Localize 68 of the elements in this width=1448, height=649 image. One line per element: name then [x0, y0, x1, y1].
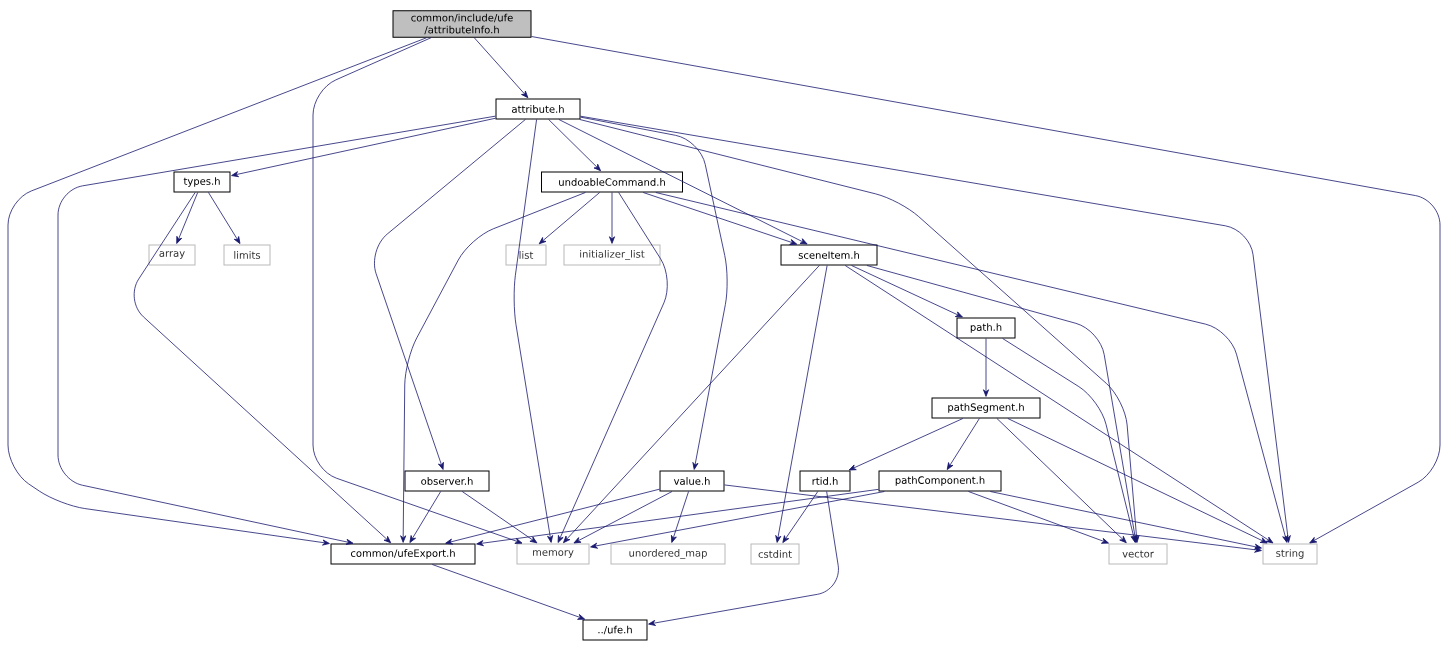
arrow [580, 115, 1291, 543]
system-header-box: limits [223, 244, 271, 266]
system-header-box: unordered_map [610, 543, 726, 565]
system-header-box: vector [1108, 543, 1168, 565]
arrow [1007, 418, 1268, 544]
arrow [312, 37, 523, 544]
file-box: ../ufe.h [582, 619, 648, 641]
arrow [848, 418, 964, 471]
arrow [473, 37, 529, 99]
arrow [946, 418, 980, 470]
arrow [968, 491, 1109, 544]
file-box: undoableCommand.h [541, 171, 683, 193]
file-box: value.h [659, 470, 725, 492]
arrow [671, 491, 689, 543]
arrow [775, 265, 828, 543]
arrow [409, 491, 442, 543]
system-header-box: initializer_list [563, 244, 661, 266]
arrow [231, 117, 496, 178]
arrow [208, 192, 241, 244]
arrow [996, 418, 1127, 544]
file-box: pathComponent.h [878, 470, 1002, 492]
system-header-box: memory [516, 543, 590, 565]
system-header-box: cstdint [750, 543, 800, 565]
arrow [655, 192, 1289, 543]
arrow [400, 192, 586, 543]
arrow [548, 119, 601, 172]
arrow [538, 192, 601, 245]
arrow [445, 488, 660, 545]
file-box: path.h [956, 317, 1016, 339]
arrow [476, 488, 879, 547]
header-box: common/include/ufe /attributeInfo.h [392, 10, 532, 38]
arrow [176, 192, 199, 244]
arrow [580, 116, 728, 470]
arrow [57, 115, 496, 545]
arrow [557, 192, 668, 543]
arrow [461, 491, 538, 544]
arrow [579, 119, 1140, 543]
arrow [1002, 338, 1137, 543]
file-box: sceneItem.h [780, 244, 878, 266]
arrow [844, 265, 1274, 544]
arrow [782, 491, 819, 543]
arrow [851, 265, 963, 318]
file-box: observer.h [404, 470, 490, 492]
system-header-box: array [148, 244, 196, 266]
file-box: rtid.h [799, 470, 851, 492]
arrow [7, 37, 427, 546]
arrow [513, 119, 554, 543]
file-box: pathSegment.h [931, 397, 1041, 419]
arrow [648, 491, 839, 626]
system-header-box: list [505, 244, 547, 266]
arrow [133, 192, 392, 544]
file-box: common/ufeExport.h [330, 543, 476, 565]
arrow [590, 491, 885, 549]
file-box: types.h [173, 171, 231, 193]
arrow [573, 491, 673, 544]
arrow [866, 265, 1138, 543]
arrow [609, 192, 615, 244]
arrow [724, 484, 1262, 553]
arrow [531, 36, 1441, 544]
arrow [431, 564, 586, 620]
arrow [374, 119, 526, 470]
arrow [558, 119, 808, 245]
arrow [989, 491, 1262, 550]
file-box: attribute.h [495, 98, 581, 120]
arrow [983, 338, 989, 397]
system-header-box: string [1262, 543, 1318, 565]
arrow [563, 265, 820, 544]
arrow [642, 192, 798, 245]
